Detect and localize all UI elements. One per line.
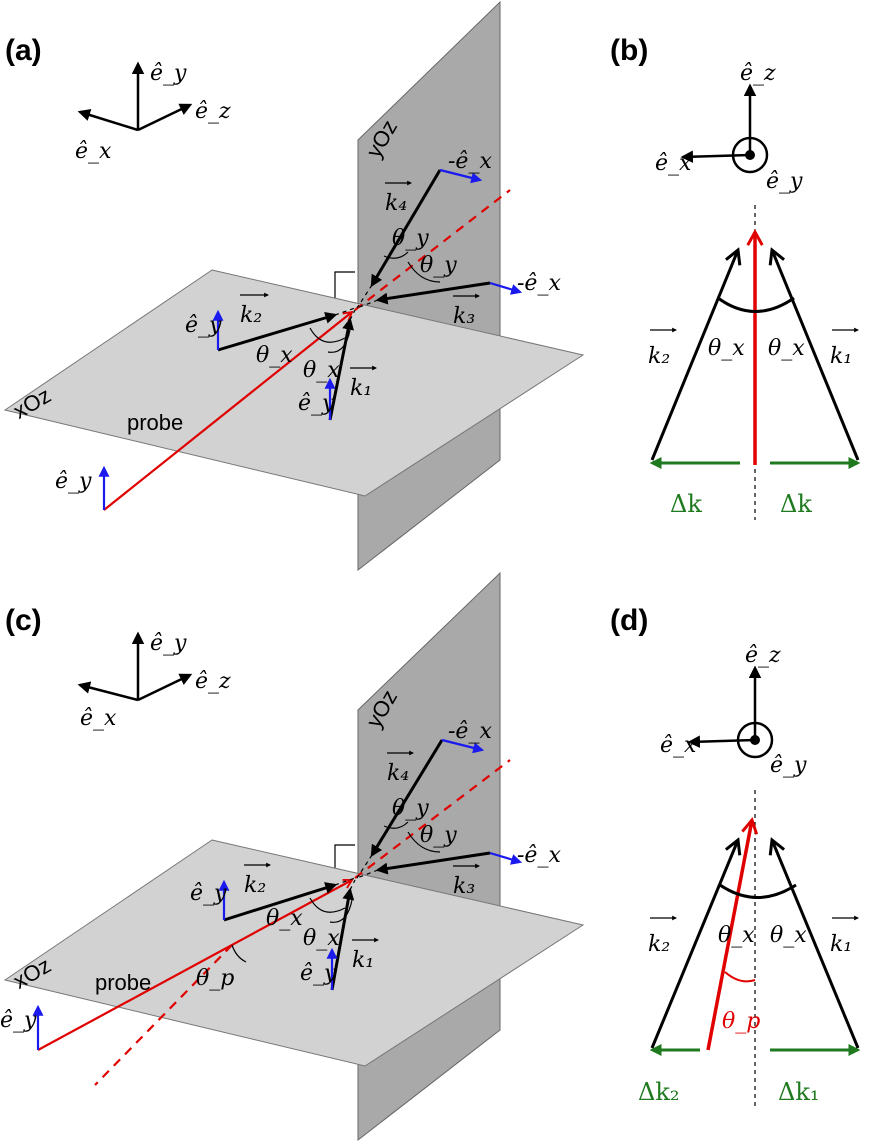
k2-label: k₂ (240, 303, 262, 328)
beam-k3 (375, 281, 491, 305)
panel-c: (c) ê_y ê_z ê_x yOz xOz θ_p probe ê_y (0, 571, 585, 1142)
k3-pol-label: -ê_x (517, 271, 561, 296)
d-probe (706, 820, 752, 1051)
c-k4-pol-label: -ê_x (448, 719, 492, 744)
d-axis-ey-label: ê_y (770, 753, 807, 778)
d-axis-ex-label: ê_x (660, 733, 697, 758)
plane-xoz (3, 269, 585, 497)
k1-label: k₁ (350, 376, 372, 401)
d-axis-ez-label: ê_z (745, 643, 781, 668)
k2-pol-label: ê_y (185, 313, 222, 338)
b-beam-k1 (772, 250, 860, 461)
d-delta-k1: Δk₁ (778, 1078, 820, 1106)
c-k3-pol-label: -ê_x (517, 843, 561, 868)
theta-x-label-1: θ_x (256, 343, 293, 368)
c-theta-x-label-1: θ_x (266, 906, 303, 931)
probe-pol-label: ê_y (55, 469, 92, 494)
c-probe-pol-label: ê_y (0, 1008, 37, 1033)
c-beam-k2 (223, 882, 338, 922)
c-theta-y-label-2: θ_y (420, 823, 457, 848)
panel-b-label: (b) (610, 34, 648, 67)
c-axis-ex-label: ê_x (80, 706, 117, 731)
beam-k1 (328, 317, 355, 421)
panel-a-axes: ê_y ê_z ê_x (75, 61, 231, 164)
d-beam-k1 (772, 840, 860, 1049)
panel-b: (b) ê_z ê_x ê_y θ_x θ_x k₂ k₁ Δk Δk (610, 34, 861, 520)
c-axis-extension-back (94, 944, 233, 1086)
b-beam-k2 (650, 250, 738, 461)
probe-label: probe (127, 410, 183, 435)
b-k2-label: k₂ (648, 344, 670, 369)
k4-pol-label: -ê_x (448, 149, 492, 174)
c-k1-label: k₁ (352, 948, 374, 973)
axis-ex-label: ê_x (75, 139, 112, 164)
theta-y-label-2: θ_y (420, 253, 457, 278)
c-axis-ey-label: ê_y (150, 631, 187, 656)
c-probe-beam (37, 880, 352, 1051)
c-axis-extension (354, 759, 511, 879)
b-delta-k-left: Δk (670, 490, 702, 518)
theta-x-label-2: θ_x (303, 358, 340, 383)
c-theta-x-label-2: θ_x (303, 926, 340, 951)
c-k3-label: k₃ (453, 874, 475, 899)
panel-c-label: (c) (5, 604, 42, 637)
panel-a-label: (a) (5, 34, 42, 67)
d-k2-label: k₂ (648, 932, 670, 957)
c-k4-label: k₄ (387, 761, 409, 786)
c-theta-p-label: θ_p (196, 966, 234, 991)
theta-y-label-1: θ_y (392, 226, 429, 251)
c-beam-k4 (370, 739, 444, 858)
probe-beam (103, 312, 352, 511)
d-theta-x-left: θ_x (718, 923, 755, 948)
b-k1-label: k₁ (830, 344, 852, 369)
c-theta-y-label-1: θ_y (392, 796, 429, 821)
b-axis-ez-label: ê_z (740, 61, 776, 86)
d-k1-label: k₁ (830, 932, 852, 957)
panel-d: (d) ê_z ê_x ê_y θ_x θ_x θ_p k₂ k₁ Δk₂ Δk… (610, 604, 861, 1110)
k1-pol-label: ê_y (298, 391, 335, 416)
d-theta-p-label: θ_p (722, 1009, 760, 1034)
c-plane-xoz (3, 839, 585, 1067)
k3-label: k₃ (453, 304, 475, 329)
panel-b-axes: ê_z ê_x ê_y (655, 61, 803, 194)
d-beam-k2 (650, 840, 738, 1049)
c-beam-k1 (330, 887, 355, 991)
b-theta-x-right: θ_x (768, 336, 805, 361)
probe-beam-extension (354, 189, 511, 311)
beam-k4 (370, 169, 442, 288)
c-k2-pol-label: ê_y (190, 881, 227, 906)
c-axis-ez-label: ê_z (195, 669, 231, 694)
axis-ey-label: ê_y (150, 61, 187, 86)
beam-k2 (217, 312, 338, 352)
d-theta-x-right: θ_x (770, 923, 807, 948)
c-k2-label: k₂ (244, 873, 266, 898)
k4-label: k₄ (385, 191, 407, 216)
d-delta-k2: Δk₂ (638, 1078, 680, 1106)
b-axis-ex-label: ê_x (655, 151, 692, 176)
b-axis-ey-label: ê_y (766, 169, 803, 194)
panel-d-axes: ê_z ê_x ê_y (660, 643, 807, 778)
axis-ez-label: ê_z (195, 99, 231, 124)
b-theta-x-left: θ_x (708, 336, 745, 361)
b-delta-k-right: Δk (780, 490, 812, 518)
c-beam-k3 (375, 851, 491, 875)
panel-a: (a) ê_y ê_z ê_x yOz xOz probe ê_y (3, 0, 585, 572)
c-k1-pol-label: ê_y (300, 961, 337, 986)
c-probe-label: probe (95, 970, 151, 995)
panel-c-axes: ê_y ê_z ê_x (77, 631, 231, 731)
panel-d-label: (d) (610, 604, 648, 637)
